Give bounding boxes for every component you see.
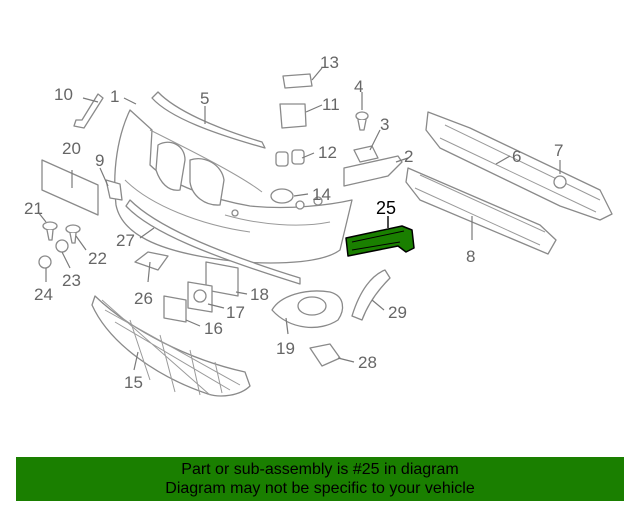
part-9-clip: [105, 179, 123, 201]
part-27-strip: [125, 199, 301, 285]
leader-lines: [37, 67, 561, 371]
callout-29: 29: [388, 303, 407, 322]
callout-14: 14: [312, 185, 331, 204]
callout-4: 4: [354, 77, 363, 96]
callout-7: 7: [554, 141, 563, 160]
part-23-washer: [55, 239, 69, 253]
callout-12: 12: [318, 143, 337, 162]
callout-9: 9: [95, 151, 104, 170]
part-10-bracket: [73, 93, 104, 129]
part-29-reflector: [351, 269, 391, 321]
callout-23: 23: [62, 271, 81, 290]
callout-24: 24: [34, 285, 53, 304]
part-24-cap: [38, 255, 52, 269]
callout-10: 10: [54, 85, 73, 104]
callout-6: 6: [512, 147, 521, 166]
callout-27: 27: [116, 231, 135, 250]
callout-18: 18: [250, 285, 269, 304]
callout-17: 17: [226, 303, 245, 322]
info-banner: Part or sub-assembly is #25 in diagram D…: [16, 457, 624, 501]
part-1-bumper-cover: [114, 109, 353, 264]
callout-13: 13: [320, 53, 339, 72]
part-8-absorber: [405, 167, 557, 255]
callout-21: 21: [24, 199, 43, 218]
part-2-bracket: [343, 155, 403, 187]
callout-3: 3: [380, 115, 389, 134]
callout-15: 15: [124, 373, 143, 392]
callout-25: 25: [376, 198, 396, 218]
part-15-lower-grille: [91, 295, 251, 397]
part-21-screw: [42, 221, 58, 241]
part-12-clip: [275, 149, 305, 167]
callout-26: 26: [134, 289, 153, 308]
part-18-cover: [205, 261, 239, 297]
part-6-reinforcement: [425, 111, 613, 221]
part-7-cap: [553, 175, 567, 189]
callout-5: 5: [200, 89, 209, 108]
callout-28: 28: [358, 353, 377, 372]
callout-1: 1: [110, 87, 119, 106]
part-26-bracket: [134, 251, 169, 271]
part-3-clip: [353, 145, 379, 163]
part-16-cap: [163, 295, 187, 323]
part-13-bracket: [282, 73, 313, 89]
part-14-tow-cover: [270, 188, 294, 204]
callout-19: 19: [276, 339, 295, 358]
part-20-plate-base: [41, 159, 99, 216]
callout-22: 22: [88, 249, 107, 268]
banner-line-1: Part or sub-assembly is #25 in diagram: [181, 461, 459, 478]
callout-8: 8: [466, 247, 475, 266]
part-11-bracket: [279, 103, 307, 129]
callout-2: 2: [404, 147, 413, 166]
part-28-sensor: [309, 343, 341, 367]
banner-line-2: Diagram may not be specific to your vehi…: [165, 480, 475, 497]
parts-diagram: 1 2 3 4 5 6 7 8 9 10 11 12 13 14 15 16 1…: [24, 53, 613, 397]
callout-11: 11: [322, 95, 340, 114]
part-4-bolt: [355, 111, 369, 131]
callout-20: 20: [62, 139, 81, 158]
callout-16: 16: [204, 319, 223, 338]
part-5-trim-strip: [151, 91, 266, 149]
part-22-screw: [65, 224, 81, 244]
